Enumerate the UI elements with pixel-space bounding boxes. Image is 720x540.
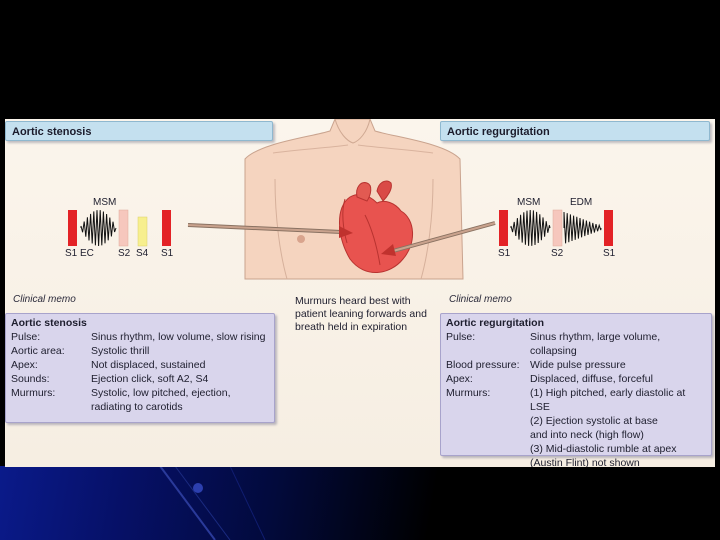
left-msm-label: MSM [93,197,116,208]
right-sound-label-1: S1 [498,248,510,259]
memo-value: Not displaced, sustained [91,358,269,372]
left-sound-label-4: S1 [161,248,173,259]
aortic-stenosis-memo: Aortic stenosis Pulse: Sinus rhythm, low… [5,313,275,423]
right-msm-label: MSM [517,197,540,208]
memo-key: Aortic area: [11,344,91,358]
memo-value: (1) High pitched, early diastolic at LSE… [530,386,706,467]
memo-key: Sounds: [11,372,91,386]
aortic-regurgitation-header: Aortic regurgitation [440,121,710,141]
memo-title: Aortic stenosis [11,317,269,329]
memo-key: Murmurs: [446,386,530,467]
memo-value: Ejection click, soft A2, S4 [91,372,269,386]
memo-row: Apex: Displaced, diffuse, forceful [446,372,706,386]
memo-key: Pulse: [11,330,91,344]
memo-value: Systolic thrill [91,344,269,358]
memo-row: Murmurs: (1) High pitched, early diastol… [446,386,706,467]
memo-row: Aortic area: Systolic thrill [11,344,269,358]
left-sound-label-1: S1 EC [65,248,94,259]
left-sound-label-2: S2 [118,248,130,259]
memo-title: Aortic regurgitation [446,317,706,329]
aortic-stenosis-header: Aortic stenosis [5,121,273,141]
slide-background-decoration [0,466,720,540]
right-memo-label: Clinical memo [449,294,512,305]
memo-value: Wide pulse pressure [530,358,706,372]
memo-row: Apex: Not displaced, sustained [11,358,269,372]
right-sound-label-3: S1 [603,248,615,259]
memo-key: Murmurs: [11,386,91,414]
decorative-lines [0,466,720,540]
memo-key: Blood pressure: [446,358,530,372]
memo-row: Pulse: Sinus rhythm, low volume, slow ri… [11,330,269,344]
memo-row: Blood pressure: Wide pulse pressure [446,358,706,372]
memo-key: Apex: [446,372,530,386]
left-sound-label-3: S4 [136,248,148,259]
memo-value: Systolic, low pitched, ejection, radiati… [91,386,269,414]
clinical-figure: Aortic stenosis Aortic regurgitation MSM… [5,119,715,467]
memo-row: Sounds: Ejection click, soft A2, S4 [11,372,269,386]
right-edm-label: EDM [570,197,592,208]
aortic-regurgitation-memo: Aortic regurgitation Pulse: Sinus rhythm… [440,313,712,456]
right-sound-label-2: S2 [551,248,563,259]
aortic-stenosis-phonocardiogram [68,210,171,246]
memo-row: Murmurs: Systolic, low pitched, ejection… [11,386,269,414]
memo-row: Pulse: Sinus rhythm, large volume, colla… [446,330,706,358]
memo-value: Displaced, diffuse, forceful [530,372,706,386]
left-memo-label: Clinical memo [13,294,76,305]
memo-value: Sinus rhythm, low volume, slow rising [91,330,269,344]
aortic-regurgitation-phonocardiogram [499,210,613,246]
memo-value: Sinus rhythm, large volume, collapsing [530,330,706,358]
memo-key: Pulse: [446,330,530,358]
memo-key: Apex: [11,358,91,372]
auscultation-caption: Murmurs heard best with patient leaning … [295,295,435,334]
